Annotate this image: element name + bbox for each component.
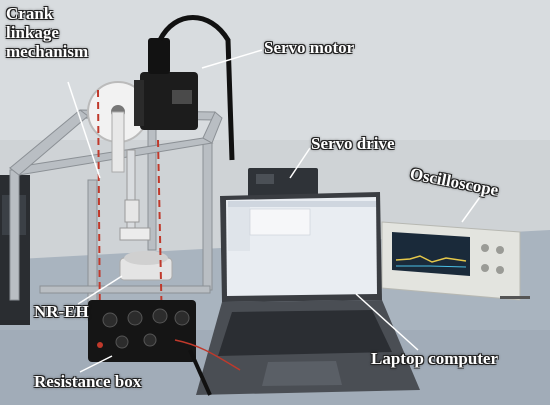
resistance-box-shape [88, 300, 241, 396]
pointer-resistance-box [79, 355, 113, 373]
frame-top-beam-right [202, 111, 223, 144]
drive-panel [256, 174, 274, 184]
laptop-keyboard [218, 310, 392, 356]
pointer-laptop [355, 293, 419, 351]
frame-post-left [9, 169, 20, 301]
linkage-shaft [126, 149, 136, 241]
motor-flange [134, 80, 144, 126]
linkage-base [119, 227, 151, 241]
servo-motor-shape [134, 15, 235, 161]
laptop-screen-toolbar [228, 201, 376, 207]
laptop-screen-table [249, 208, 311, 236]
pointer-lines [67, 49, 486, 373]
laptop-shape [196, 192, 420, 395]
pointer-oscilloscope [461, 189, 486, 223]
label-crank-line3: mechanism [6, 42, 89, 61]
label-resistance-box: Resistance box [34, 372, 142, 391]
scope-trace [395, 255, 467, 263]
scope-knob-1 [481, 244, 489, 252]
label-crank-linkage-mechanism: Crank linkage mechanism [6, 4, 136, 61]
label-laptop-computer: Laptop computer [371, 349, 499, 368]
resbox-body [88, 300, 196, 362]
pointer-nr-eh [77, 275, 123, 305]
laptop-touchpad [262, 361, 342, 386]
resbox-knob-6 [143, 333, 157, 347]
pointer-servo-drive [289, 147, 311, 179]
scope-screen [392, 232, 470, 276]
resbox-terminal-red [97, 342, 103, 348]
scope-trace-2 [396, 265, 467, 268]
resbox-knob-2 [127, 310, 143, 326]
resbox-knob-1 [102, 312, 118, 328]
resbox-knob-5 [115, 335, 129, 349]
motor-cable [157, 15, 235, 161]
resbox-knob-4 [174, 310, 190, 326]
label-servo-drive: Servo drive [311, 134, 395, 153]
frame-post-right [202, 139, 213, 291]
resbox-lead-wires [174, 339, 241, 371]
oscilloscope-shape [381, 221, 530, 301]
crank-arm [111, 111, 125, 173]
resbox-knob-3 [152, 308, 168, 324]
scope-knob-2 [496, 246, 504, 254]
label-crank-line1: Crank [6, 4, 54, 23]
frame-post-mid [87, 179, 98, 321]
motor-connector [148, 38, 170, 74]
pointer-crank [67, 81, 101, 179]
motor-label-plate [172, 90, 192, 104]
guide-dash-right [157, 139, 163, 331]
guide-dash-left [97, 89, 101, 331]
label-nr-eh: NR-EH [34, 302, 89, 321]
label-servo-motor: Servo motor [264, 38, 355, 57]
linkage-clamp [124, 199, 140, 223]
motor-body [140, 72, 198, 130]
laptop-screen-sidebar [228, 207, 250, 251]
sample-top [124, 251, 168, 265]
scope-probe-cable [500, 296, 530, 299]
scope-knob-4 [496, 266, 504, 274]
frame-bottom-beam [39, 285, 211, 294]
nr-eh-sample [119, 251, 173, 281]
scope-knob-3 [481, 264, 489, 272]
pointer-servo-motor [201, 49, 263, 69]
label-crank-line2: linkage [6, 23, 59, 42]
resbox-probe [188, 349, 212, 396]
